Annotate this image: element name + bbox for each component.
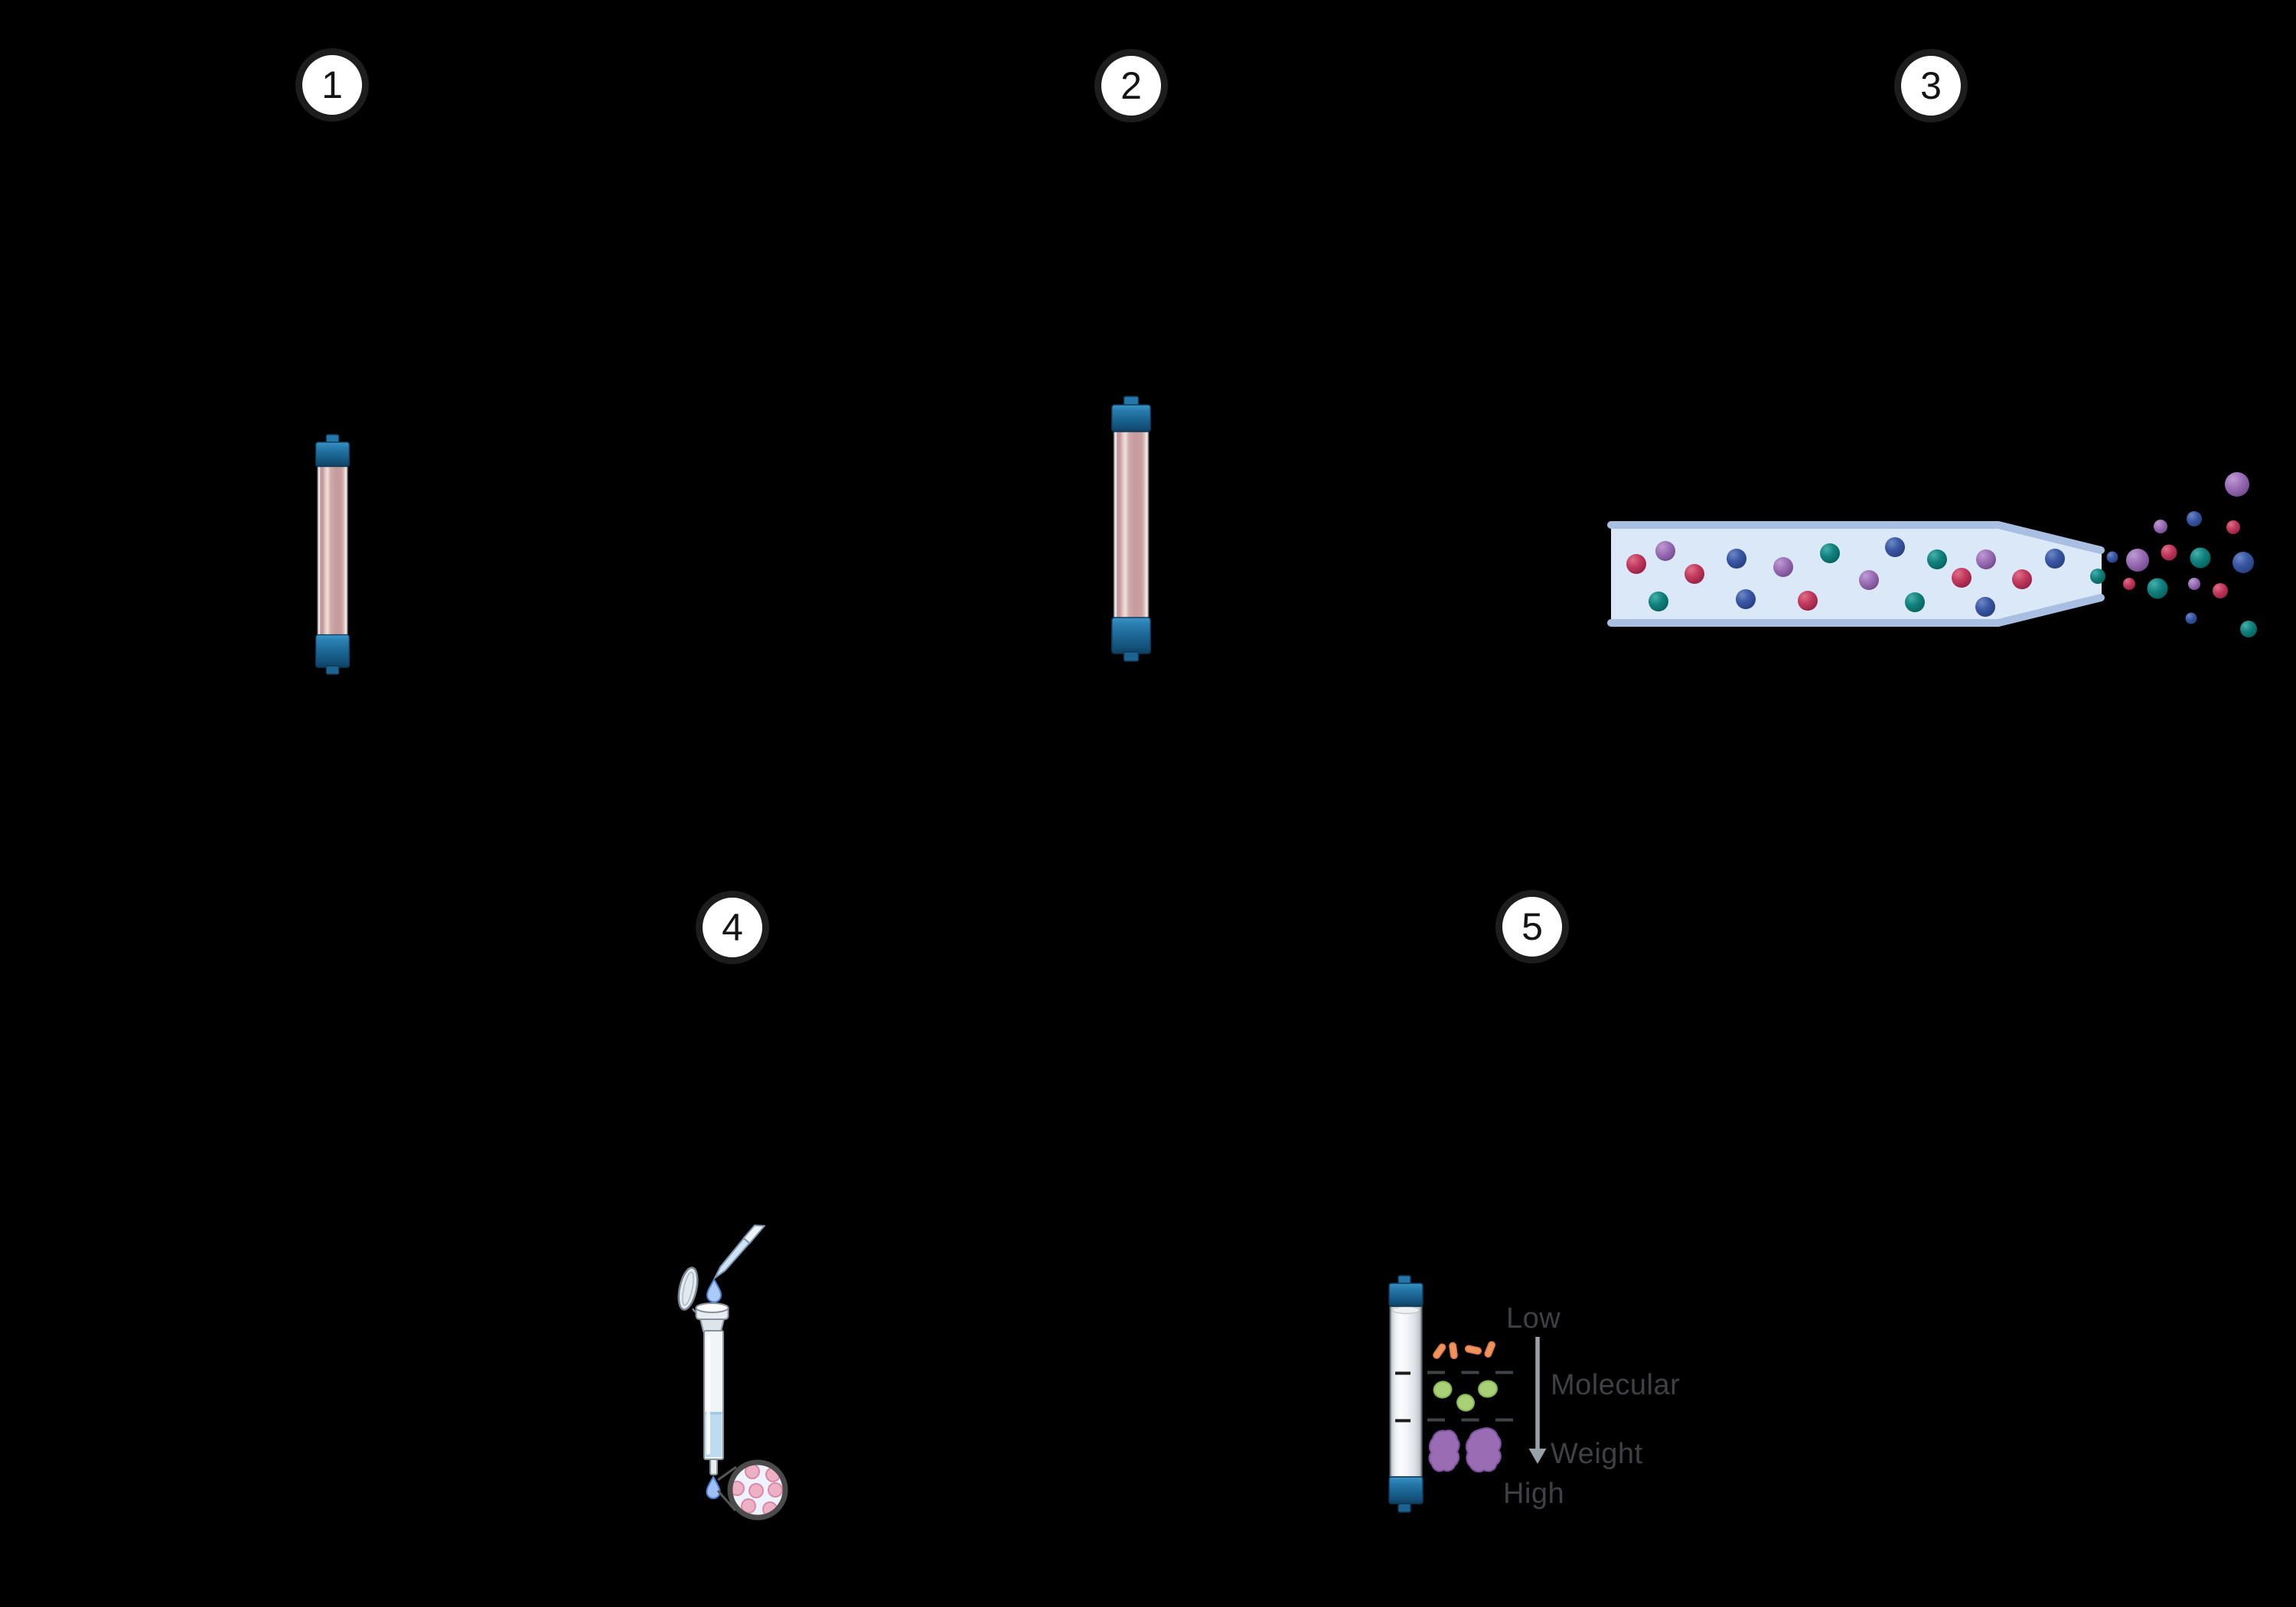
chromatography-column-large-icon bbox=[1111, 396, 1151, 662]
step-3-number: 3 bbox=[1920, 64, 1942, 107]
molecules-sprayed-out bbox=[2106, 472, 2257, 637]
mw-axis-title-line2: Weight bbox=[1551, 1438, 1643, 1470]
column-glass-body bbox=[1113, 430, 1150, 627]
mw-axis-title-line1: Molecular bbox=[1551, 1369, 1681, 1401]
elution-tube-icon bbox=[1607, 472, 2257, 637]
eluted-droplet-icon bbox=[706, 1475, 721, 1499]
step-5-number: 5 bbox=[1521, 905, 1543, 948]
column-bottom-cap bbox=[315, 634, 350, 668]
flip-cap-icon bbox=[677, 1266, 704, 1315]
column-bottom-port bbox=[325, 665, 340, 675]
chromatography-column-small-icon bbox=[315, 434, 350, 675]
step-4-badge: 4 bbox=[696, 891, 769, 964]
column-top-cap bbox=[1111, 404, 1151, 432]
step-1-badge: 1 bbox=[295, 48, 369, 122]
spin-column-scene bbox=[677, 1224, 788, 1521]
mw-high-label: High bbox=[1503, 1478, 1565, 1510]
step-5-badge: 5 bbox=[1495, 890, 1569, 963]
tube-top-wall bbox=[1607, 521, 2105, 554]
magnified-eluate-icon bbox=[716, 1459, 788, 1521]
step-1-number: 1 bbox=[321, 64, 343, 106]
separation-column-icon bbox=[1388, 1275, 1424, 1513]
column-bottom-cap bbox=[1111, 617, 1151, 654]
column-top-cap bbox=[315, 442, 350, 468]
column-tick-lower bbox=[1395, 1419, 1411, 1423]
step-2-number: 2 bbox=[1120, 64, 1142, 107]
large-molecules-icon bbox=[1428, 1427, 1502, 1473]
column-tick-upper bbox=[1395, 1371, 1411, 1375]
step-3-badge: 3 bbox=[1894, 49, 1968, 122]
step-2-badge: 2 bbox=[1094, 49, 1168, 122]
pipette-icon bbox=[714, 1224, 766, 1279]
column-glass-body bbox=[317, 464, 348, 644]
molecules-in-tube bbox=[1626, 537, 2105, 617]
small-molecules-icon bbox=[1433, 1341, 1496, 1360]
droplet-icon bbox=[706, 1277, 722, 1303]
mw-arrow-icon bbox=[1528, 1337, 1547, 1464]
separation-column-scene bbox=[1388, 1275, 1547, 1513]
column-bottom-port bbox=[1123, 651, 1140, 662]
spin-column-icon bbox=[695, 1302, 729, 1475]
mw-low-label: Low bbox=[1506, 1302, 1561, 1335]
mw-axis-title: Molecular Weight bbox=[1551, 1368, 1680, 1472]
column-outlet-tip bbox=[709, 1459, 718, 1475]
medium-molecules-icon bbox=[1433, 1380, 1498, 1412]
step-4-number: 4 bbox=[722, 906, 743, 949]
tube-bottom-wall bbox=[1607, 594, 2105, 627]
